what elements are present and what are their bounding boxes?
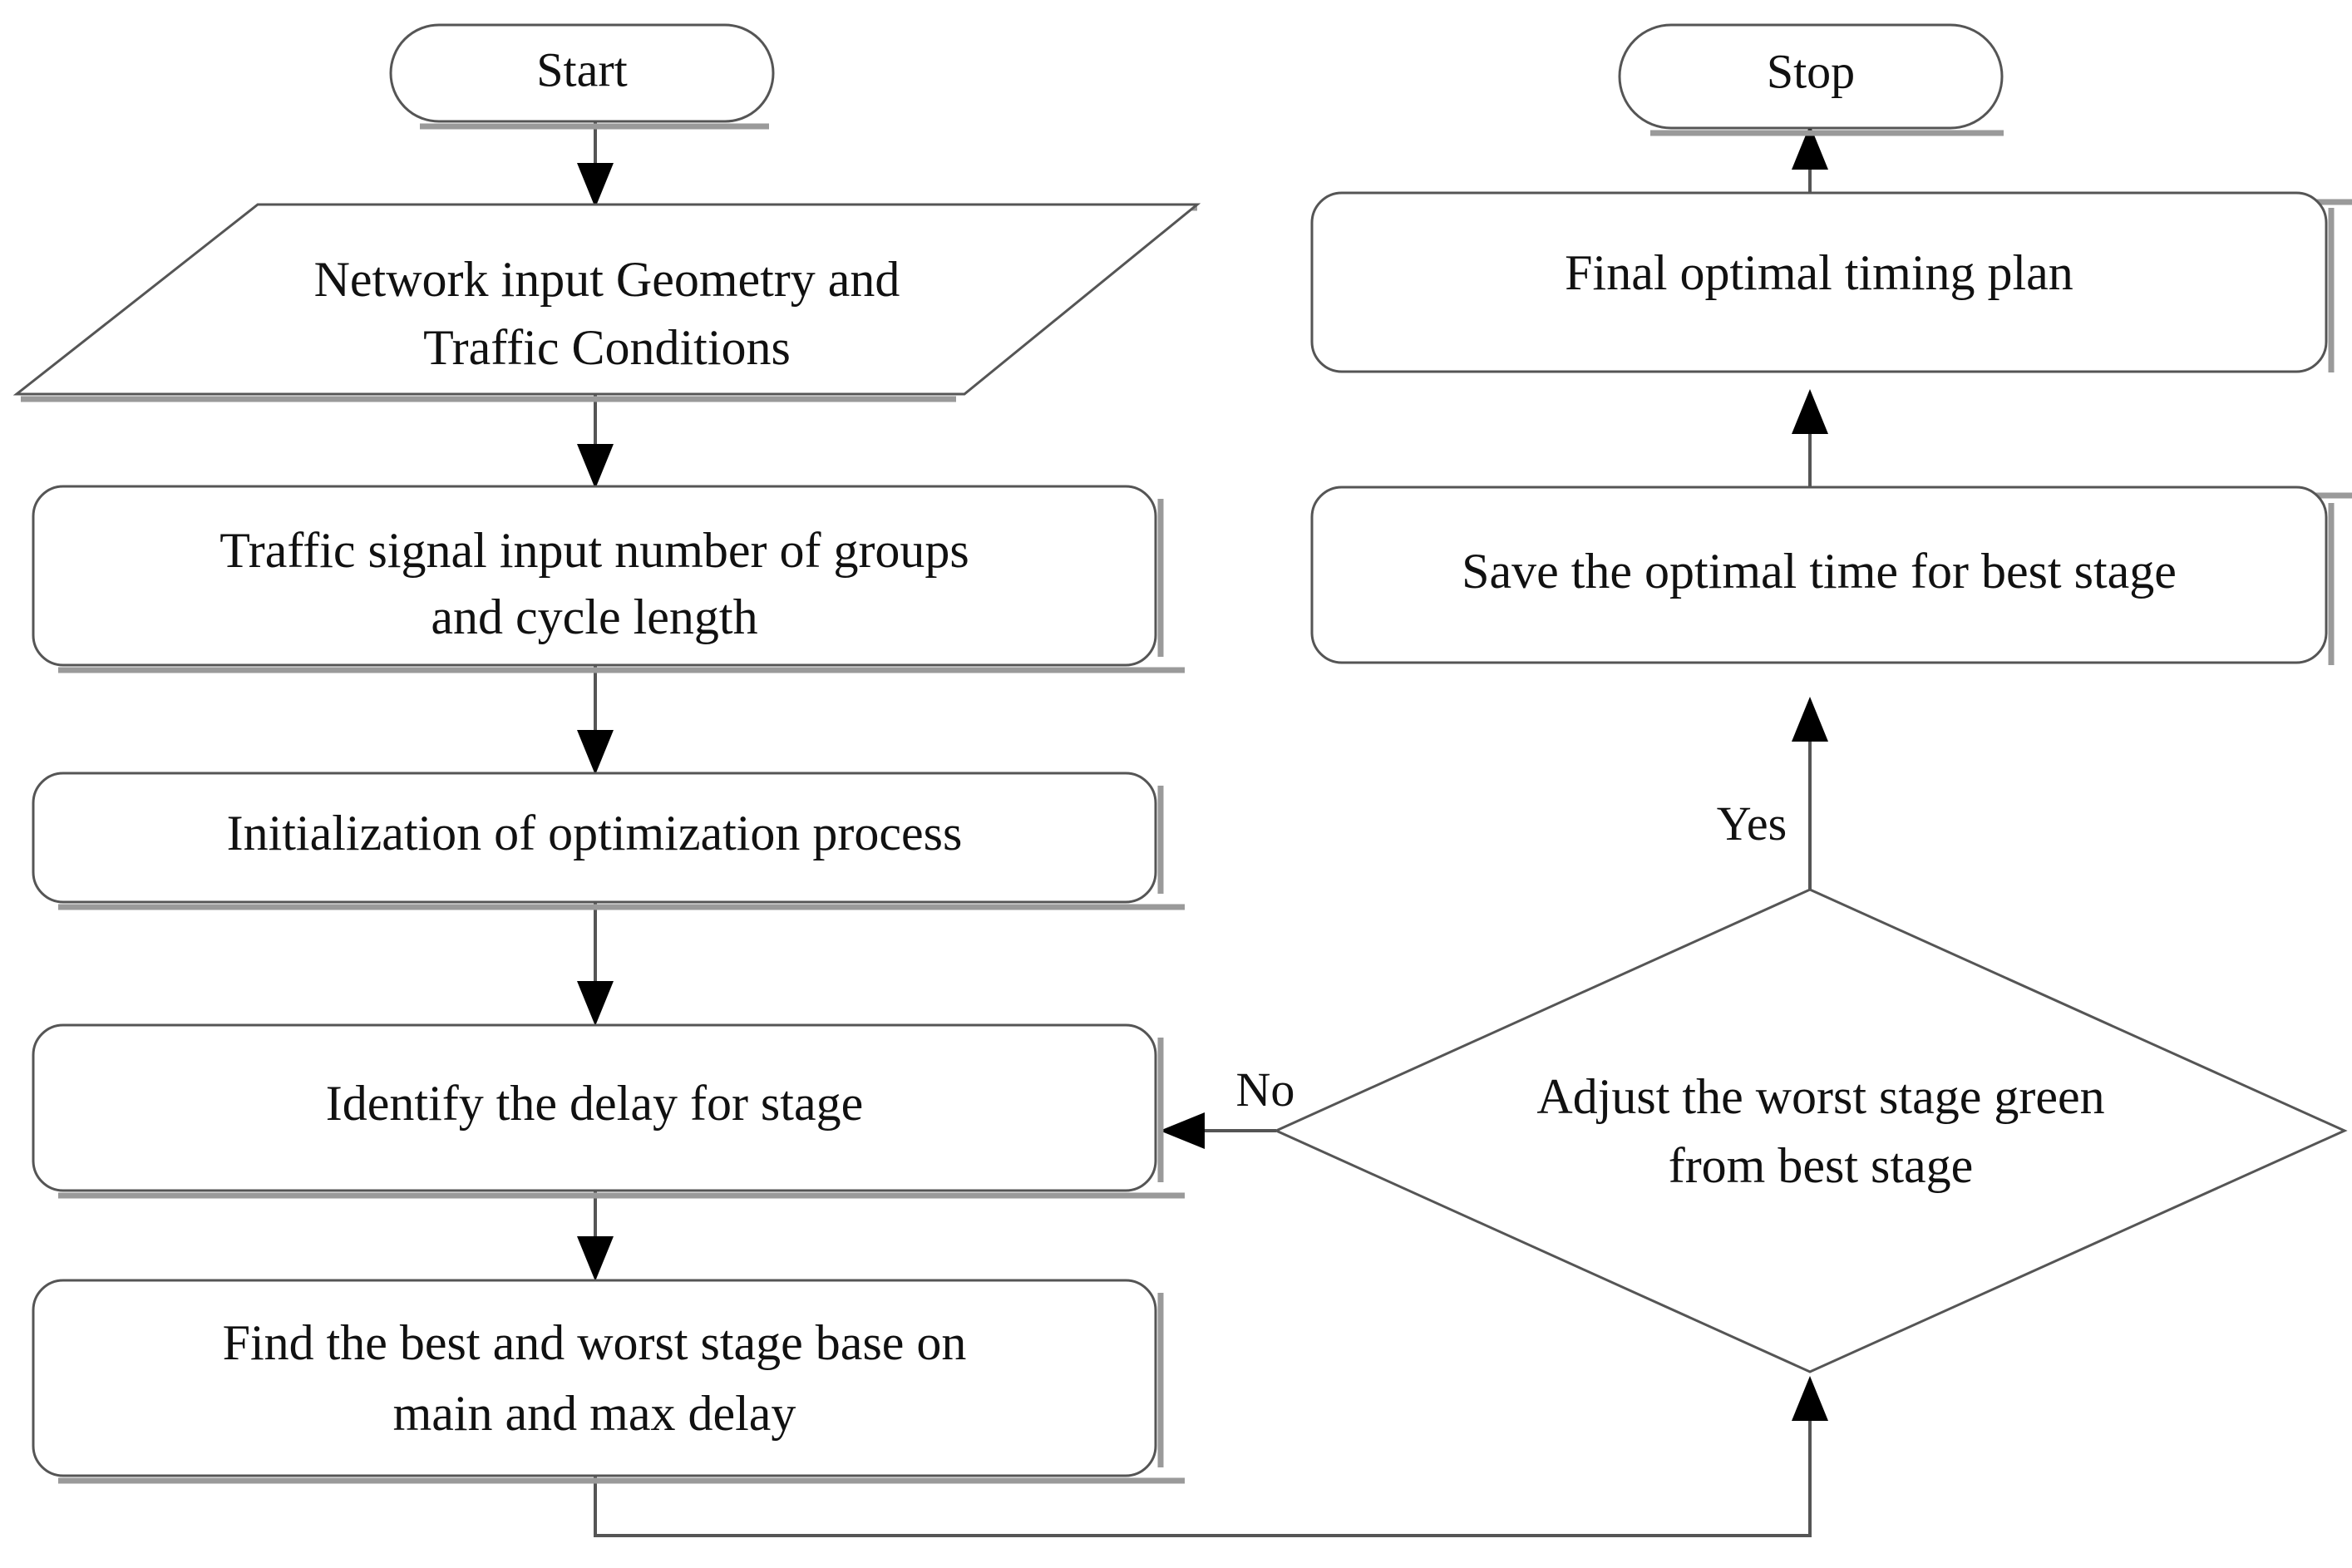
connector-decision-yes-to-save-optimal <box>1792 697 1828 890</box>
edge-label-yes: Yes <box>1717 796 1787 851</box>
node-network-input-line2: Traffic Conditions <box>423 320 791 375</box>
node-final-plan-line1: Final optimal timing plan <box>1565 245 2073 300</box>
node-save-optimal-line1: Save the optimal time for best stage <box>1462 544 2177 599</box>
node-network-input-line1: Network input Geometry and <box>314 252 900 307</box>
node-stop[interactable]: Stop <box>1618 23 2004 136</box>
node-find-best-worst[interactable]: Find the best and worst stage base on ma… <box>32 1279 1185 1484</box>
connector-decision-no-to-identify-delay <box>1160 1112 1276 1149</box>
node-identify-delay-line1: Identify the delay for stage <box>326 1076 863 1131</box>
node-initialization[interactable]: Initialization of optimization process <box>32 772 1185 910</box>
node-signal-input-line1: Traffic signal input number of groups <box>219 523 969 578</box>
connector-identify-delay-to-find-best-worst <box>577 1191 614 1281</box>
node-start-label: Start <box>536 42 628 96</box>
edge-label-no: No <box>1236 1063 1295 1117</box>
node-start[interactable]: Start <box>389 23 775 130</box>
node-signal-input[interactable]: Traffic signal input number of groups an… <box>32 485 1185 673</box>
connector-network-input-to-signal-input <box>577 394 614 489</box>
node-final-plan[interactable]: Final optimal timing plan <box>1310 191 2352 373</box>
node-adjust-decision[interactable]: Adjust the worst stage green from best s… <box>1273 888 2348 1373</box>
connector-signal-input-to-initialization <box>577 665 614 775</box>
node-stop-label: Stop <box>1767 44 1855 98</box>
node-initialization-line1: Initialization of optimization process <box>227 806 963 860</box>
node-signal-input-line2: and cycle length <box>431 589 757 644</box>
node-network-input[interactable]: Network input Geometry and Traffic Condi… <box>12 203 1201 402</box>
node-identify-delay[interactable]: Identify the delay for stage <box>32 1023 1185 1199</box>
node-find-best-worst-line2: main and max delay <box>393 1386 796 1441</box>
connector-save-optimal-to-final-plan <box>1792 389 1828 491</box>
node-find-best-worst-line1: Find the best and worst stage base on <box>223 1315 967 1370</box>
connector-find-best-worst-to-decision <box>594 1376 1828 1537</box>
connector-start-to-network-input <box>577 121 614 208</box>
node-adjust-decision-line1: Adjust the worst stage green <box>1536 1069 2104 1124</box>
connector-initialization-to-identify-delay <box>577 902 614 1026</box>
node-save-optimal[interactable]: Save the optimal time for best stage <box>1310 486 2352 665</box>
node-adjust-decision-line2: from best stage <box>1669 1138 1974 1193</box>
